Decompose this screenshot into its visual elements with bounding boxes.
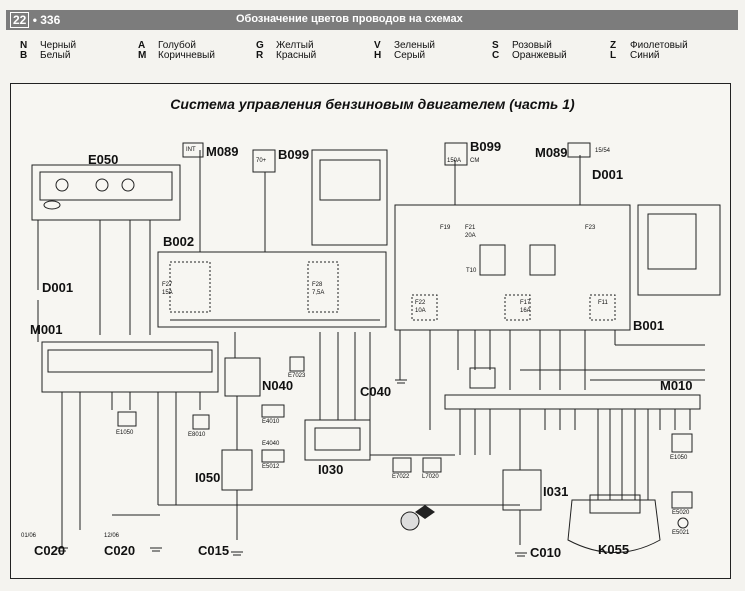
component-c040: C040 bbox=[360, 384, 392, 399]
component-m089-right: M089 bbox=[535, 145, 568, 160]
e050-box bbox=[31, 164, 181, 221]
label-10a: 10A bbox=[415, 308, 426, 314]
label-15-54: 15/54 bbox=[595, 148, 611, 154]
component-n040: N040 bbox=[262, 378, 294, 393]
b001-box bbox=[394, 204, 631, 331]
i031-box bbox=[502, 469, 542, 511]
label-150a: 150A bbox=[447, 158, 462, 164]
label-f17: F17 bbox=[520, 300, 531, 306]
label-12-06: 12/06 bbox=[104, 533, 120, 539]
header-title: Обозначение цветов проводов на схемах bbox=[236, 13, 463, 25]
n040-box bbox=[224, 357, 261, 397]
label-f23: F23 bbox=[585, 225, 596, 231]
label-e4040: E4040 bbox=[262, 441, 280, 447]
component-m089: M089 bbox=[206, 144, 239, 159]
label-f28: F28 bbox=[312, 282, 323, 288]
label-e7023: E7023 bbox=[288, 373, 306, 379]
label-f19: F19 bbox=[440, 225, 451, 231]
label-e5012: E5012 bbox=[262, 464, 280, 470]
fuse-panel-inset-left bbox=[311, 149, 388, 246]
label-l7020: L7020 bbox=[422, 474, 439, 480]
e050-gauges bbox=[39, 171, 173, 201]
label-01-06: 01/06 bbox=[21, 533, 37, 539]
label-16a: 16A bbox=[520, 308, 531, 314]
component-c010: C010 bbox=[530, 545, 562, 560]
label-f27: F27 bbox=[162, 282, 173, 288]
k055-body bbox=[567, 499, 661, 553]
component-b002: B002 bbox=[163, 234, 195, 249]
component-b099-right: B099 bbox=[470, 139, 502, 154]
component-d001-right: D001 bbox=[592, 167, 624, 182]
component-d001: D001 bbox=[42, 280, 74, 295]
b002-box bbox=[157, 251, 387, 328]
diagram-title: Система управления бензиновым двигателем… bbox=[170, 96, 575, 112]
component-m001: M001 bbox=[30, 322, 63, 337]
label-7-5a: 7,5A bbox=[312, 290, 325, 296]
component-i050: I050 bbox=[195, 470, 221, 485]
label-e1050b: E1050 bbox=[670, 455, 688, 461]
label-f21: F21 bbox=[465, 225, 476, 231]
label-e7022: E7022 bbox=[392, 474, 410, 480]
page-header: 22 • 336 Обозначение цветов проводов на … bbox=[6, 10, 738, 30]
label-t10: T10 bbox=[466, 268, 477, 274]
page-number: 22 • 336 bbox=[10, 12, 60, 28]
component-c020-b: C020 bbox=[104, 543, 136, 558]
label-e5020: E5020 bbox=[672, 510, 690, 516]
m010-box bbox=[444, 394, 701, 410]
ground-point-symbol bbox=[400, 511, 420, 531]
label-15a: 15A bbox=[162, 290, 173, 296]
label-e8010: E8010 bbox=[188, 432, 206, 438]
i050-box bbox=[221, 449, 253, 491]
component-m010: M010 bbox=[660, 378, 693, 393]
label-e1050: E1050 bbox=[116, 430, 134, 436]
label-e5021: E5021 bbox=[672, 530, 690, 536]
component-i030: I030 bbox=[318, 462, 344, 477]
component-e050: E050 bbox=[88, 152, 119, 167]
fuse-panel-inset-right bbox=[637, 204, 721, 296]
component-i031: I031 bbox=[543, 484, 569, 499]
component-c015: C015 bbox=[198, 543, 230, 558]
label-20a: 20A bbox=[465, 233, 476, 239]
component-k055: K055 bbox=[598, 542, 630, 557]
label-int: INT bbox=[186, 147, 196, 153]
component-c020: C020 bbox=[34, 543, 66, 558]
splice-node bbox=[415, 505, 435, 519]
label-70plus: 70+ bbox=[256, 158, 267, 164]
component-b099: B099 bbox=[278, 147, 310, 162]
component-b001: B001 bbox=[633, 318, 665, 333]
label-f22: F22 bbox=[415, 300, 426, 306]
label-f11: F11 bbox=[598, 300, 608, 306]
label-e4010: E4010 bbox=[262, 419, 280, 425]
label-cm: CM bbox=[470, 158, 480, 164]
